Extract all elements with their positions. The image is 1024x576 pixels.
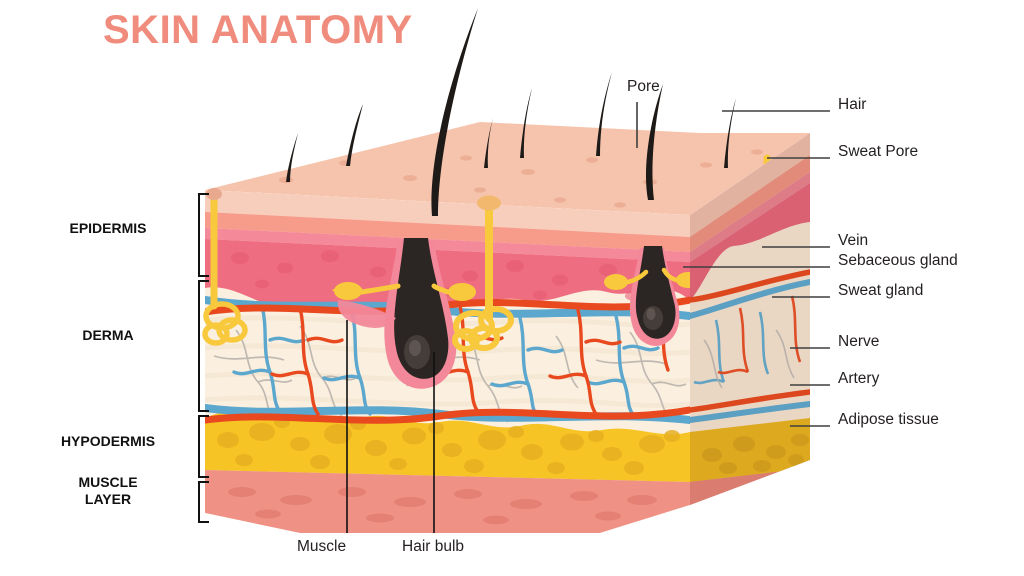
sweat-pore-opening [477,195,501,211]
label-artery: Artery [838,370,880,387]
layer-brackets [198,193,209,523]
layer-label-hypodermis: HYPODERMIS [60,433,156,449]
label-muscle: Muscle [297,538,347,555]
muscle-layer-tissue [205,470,690,533]
hair-follicle [337,238,457,389]
layer-label-muscle-layer: MUSCLE LAYER [18,474,198,508]
sweat-gland-coil [202,301,248,346]
label-hair-bulb: Hair bulb [402,538,465,555]
label-nerve: Nerve [838,333,880,350]
label-sweat-gland: Sweat gland [838,282,924,299]
leader-lines-right [683,110,830,427]
layer-label-muscle-line1: MUSCLE [78,474,138,490]
vein-branch [232,304,660,418]
label-adipose-tissue: Adipose tissue [838,411,939,428]
sweat-gland-coil [452,306,514,352]
epidermis-granular-layer [205,212,690,252]
layer-label-muscle-line2: LAYER [84,491,132,507]
epidermis-spinous-layer [205,228,690,262]
hair-shaft [286,8,736,216]
arrector-pili-muscle [337,300,396,328]
skin-cross-section-side [690,133,810,505]
label-pore: Pore [627,78,660,95]
sebaceous-gland [332,282,476,301]
layer-label-derma: DERMA [82,327,134,343]
sweat-gland [202,188,248,346]
label-vein: Vein [838,232,869,249]
page-title: SKIN ANATOMY [103,8,413,52]
skin-cross-section-front [205,190,690,533]
epidermis-stratum-corneum [205,190,690,237]
label-sweat-pore: Sweat Pore [838,143,919,160]
sweat-gland [452,195,514,352]
muscle-striation [228,487,657,525]
adipose-cell [217,416,680,475]
label-hair: Hair [838,96,867,113]
label-sebaceous-gland: Sebaceous gland [838,252,958,269]
leader-lines-bottom [346,320,435,533]
layer-label-epidermis: EPIDERMIS [69,220,147,236]
